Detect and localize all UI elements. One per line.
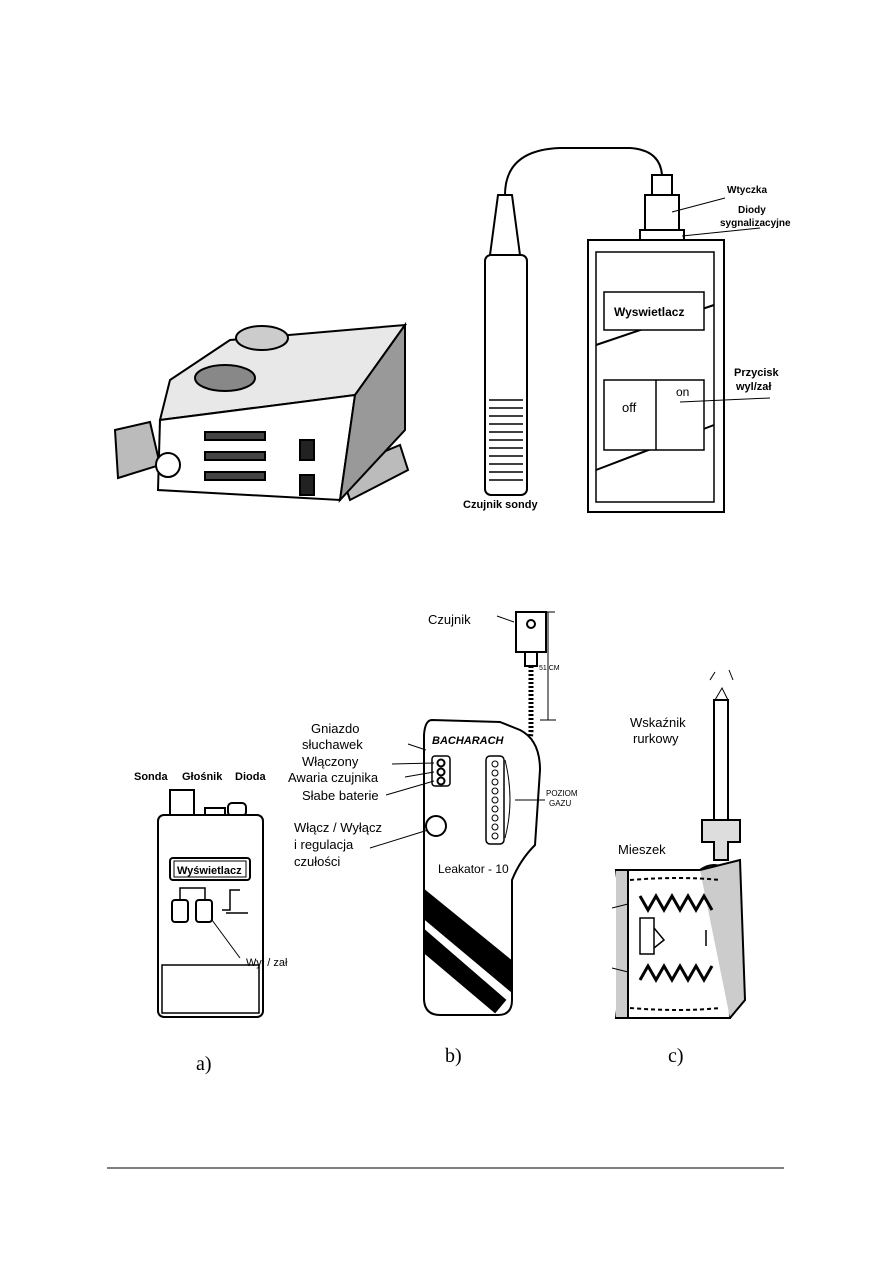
panel-b-device	[369, 611, 556, 1016]
caption-a: a)	[196, 1053, 212, 1075]
headphone-label-2: słuchawek	[302, 737, 363, 752]
switch-sensitivity-label-2: i regulacja	[294, 837, 354, 852]
diodes-label-1: Diody	[738, 205, 766, 216]
panel-a-device	[157, 789, 264, 1018]
led-on-label: Włączony	[302, 754, 359, 769]
switch-sensitivity-label-3: czułości	[294, 854, 340, 869]
tube-indicator-label-2: rurkowy	[633, 731, 679, 746]
headphone-label-1: Gniazdo	[311, 721, 359, 736]
caption-b: b)	[445, 1045, 462, 1067]
panel-a-display-label: Wyświetlacz	[177, 865, 242, 877]
diodes-label-2: sygnalizacyjne	[720, 218, 791, 229]
sensor-label: Czujnik	[428, 612, 471, 627]
diode-label: Dioda	[235, 771, 266, 783]
caption-c: c)	[668, 1045, 684, 1067]
bellows-label: Mieszek	[618, 842, 666, 857]
brand-label: BACHARACH	[432, 735, 505, 747]
length-label: 51 CM	[539, 665, 560, 672]
model-label: Leakator - 10	[438, 862, 509, 876]
tube-indicator-label-1: Wskaźnik	[630, 715, 686, 730]
detector-illustration	[113, 321, 410, 504]
button-label-2: wyl/zał	[735, 381, 771, 393]
probe-device-diagram	[484, 147, 771, 513]
sensor-fault-label: Awaria czujnika	[288, 770, 379, 785]
panel-c-device	[611, 669, 747, 1019]
switch-label: Wył / zał	[246, 957, 288, 969]
gas-level-label-2: GAZU	[549, 799, 571, 808]
low-battery-label: Słabe baterie	[302, 788, 379, 803]
on-label: on	[676, 385, 689, 399]
speaker-label: Głośnik	[182, 771, 223, 783]
button-label-1: Przycisk	[734, 367, 780, 379]
gas-level-label-1: POZIOM	[546, 789, 578, 798]
display-label: Wyswietlacz	[614, 305, 684, 319]
probe-label: Sonda	[134, 771, 168, 783]
switch-sensitivity-label-1: Włącz / Wyłącz	[294, 820, 382, 835]
probe-sensor-label: Czujnik sondy	[463, 499, 538, 511]
plug-label: Wtyczka	[727, 185, 767, 196]
off-label: off	[622, 400, 637, 415]
